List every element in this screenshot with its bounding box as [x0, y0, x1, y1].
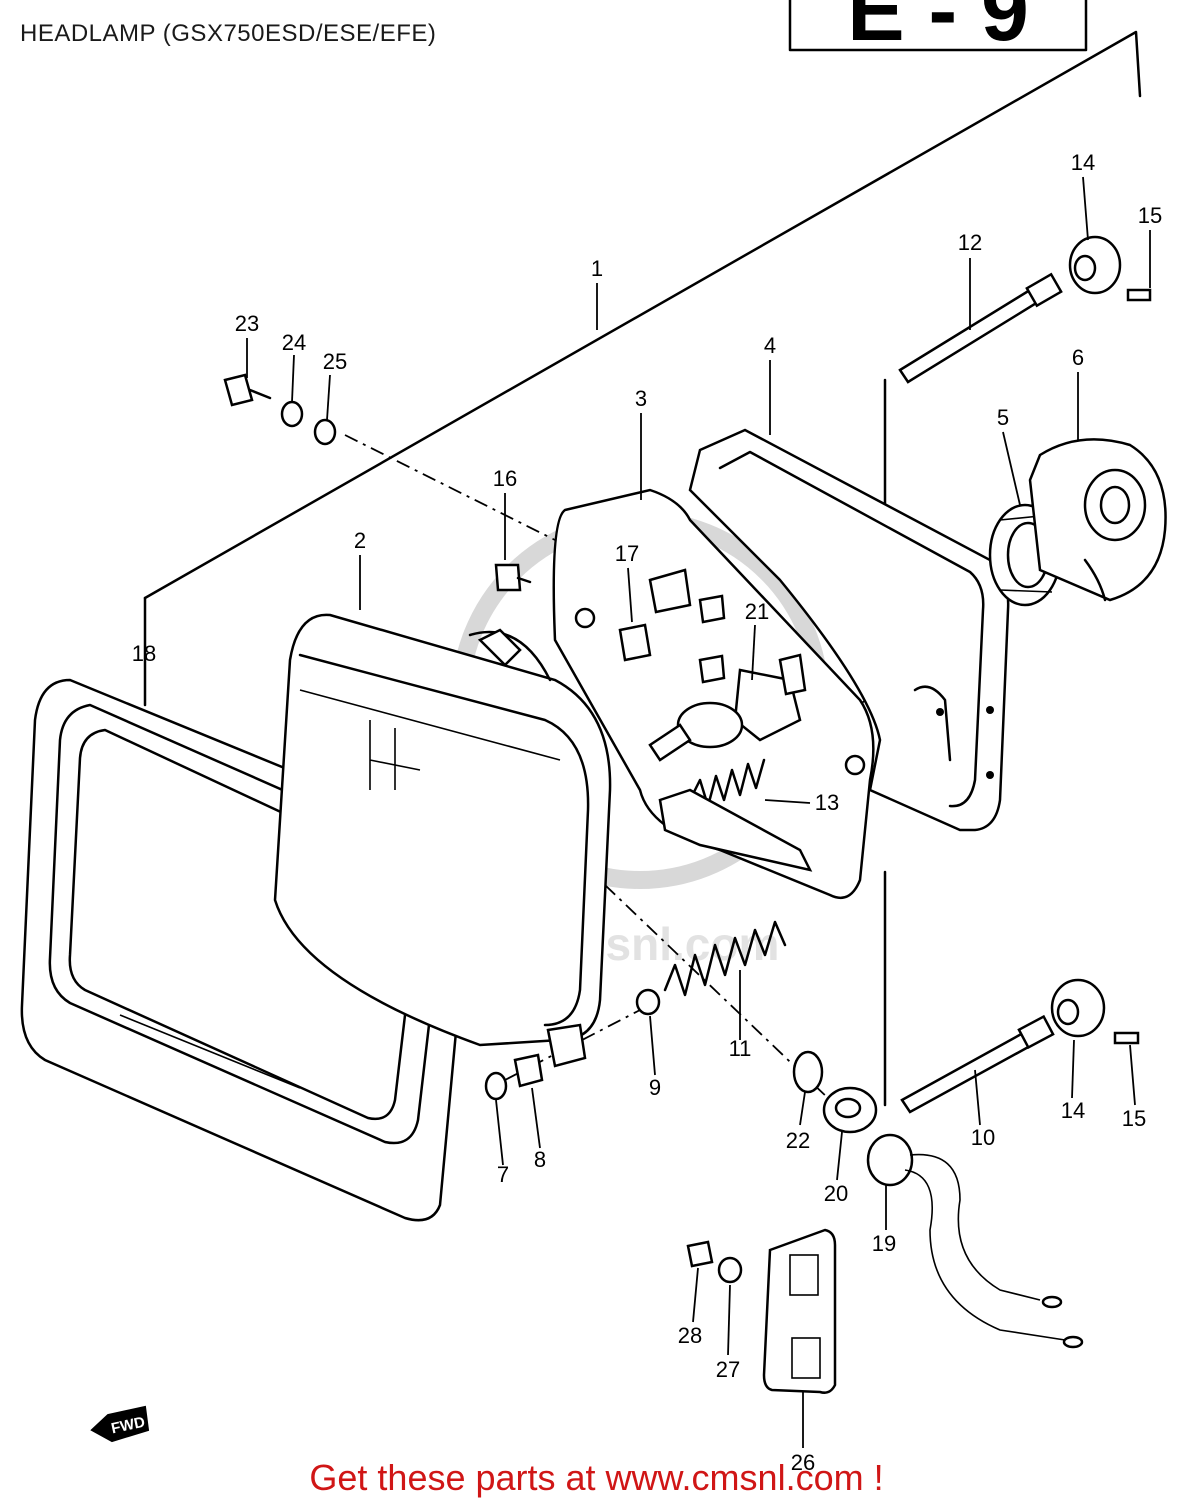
callout-label: 4	[764, 333, 776, 358]
callout-label: 20	[824, 1181, 848, 1206]
callout-label: 14	[1061, 1098, 1085, 1123]
callout-label: 16	[493, 466, 517, 491]
callout-label: 11	[729, 1036, 752, 1061]
callout-label: 22	[786, 1128, 810, 1153]
callout-label: 26	[791, 1450, 815, 1475]
forward-arrow-icon: FWD	[90, 1405, 150, 1443]
adjusting-screw-part-12	[898, 272, 1063, 384]
nut-part-14-upper	[1068, 235, 1122, 295]
callout-label: 7	[497, 1162, 509, 1187]
callout-label: 25	[323, 349, 347, 374]
housing-bracket-part-3	[552, 488, 875, 900]
section-code-box: E - 9	[788, 0, 1088, 59]
leader-lines	[144, 176, 1151, 1448]
reflector-part-26	[762, 1228, 837, 1394]
section-code: E - 9	[847, 0, 1029, 59]
part-7	[484, 1071, 508, 1101]
callout-label: 3	[635, 386, 647, 411]
rear-cover-part-6	[1028, 438, 1167, 602]
lamp-unit-part-2	[273, 613, 612, 1068]
callout-label: 13	[815, 790, 839, 815]
bulb-part-22	[792, 1050, 824, 1094]
part-8	[513, 1053, 544, 1088]
callout-labels: 1 2 3 4 5 6 7 8 9 10 11 12 13 14 14 15 1…	[132, 150, 1162, 1475]
socket-part-19	[866, 1133, 1084, 1349]
callout-label: 19	[872, 1231, 896, 1256]
promo-footer: Get these parts at www.cmsnl.com !	[309, 1457, 884, 1498]
callout-label: 1	[591, 256, 603, 281]
callout-label: 12	[958, 230, 982, 255]
callout-label: 15	[1122, 1106, 1146, 1131]
callout-label: 23	[235, 311, 259, 336]
callout-label: 27	[716, 1357, 740, 1382]
nut-part-14-lower	[1050, 978, 1106, 1038]
callout-label: 14	[1071, 150, 1095, 175]
forward-arrow-label: FWD	[110, 1414, 147, 1438]
callout-label: 24	[282, 330, 306, 355]
page-title: HEADLAMP (GSX750ESD/ESE/EFE)	[20, 20, 437, 47]
callout-label: 8	[534, 1147, 546, 1172]
bulb-part-21	[648, 653, 807, 762]
callout-label: 15	[1138, 203, 1162, 228]
callout-label: 17	[615, 541, 639, 566]
clip-part-17	[618, 623, 652, 662]
spring-part-13	[658, 758, 813, 872]
callout-label: 2	[354, 528, 366, 553]
screw-part-15-lower	[1113, 1031, 1140, 1045]
spring-part-11	[663, 920, 787, 997]
washer-part-9	[635, 988, 661, 1016]
callout-label: 6	[1072, 345, 1084, 370]
adjusting-screw-part-10	[900, 1014, 1055, 1114]
nut-part-28	[686, 1240, 714, 1268]
callout-label: 28	[678, 1323, 702, 1348]
callout-label: 10	[971, 1125, 995, 1150]
grommet-part-20	[822, 1086, 878, 1134]
callout-label: 9	[649, 1075, 661, 1100]
screw-part-16	[494, 563, 532, 592]
callout-label: 18	[132, 641, 156, 666]
callout-label: 5	[997, 405, 1009, 430]
washer-part-27	[717, 1256, 743, 1284]
callout-label: 21	[745, 599, 769, 624]
bolt-part-23	[223, 373, 272, 407]
washer-part-25	[313, 418, 337, 446]
screw-part-15-upper	[1126, 288, 1152, 302]
washer-part-24	[280, 400, 304, 428]
